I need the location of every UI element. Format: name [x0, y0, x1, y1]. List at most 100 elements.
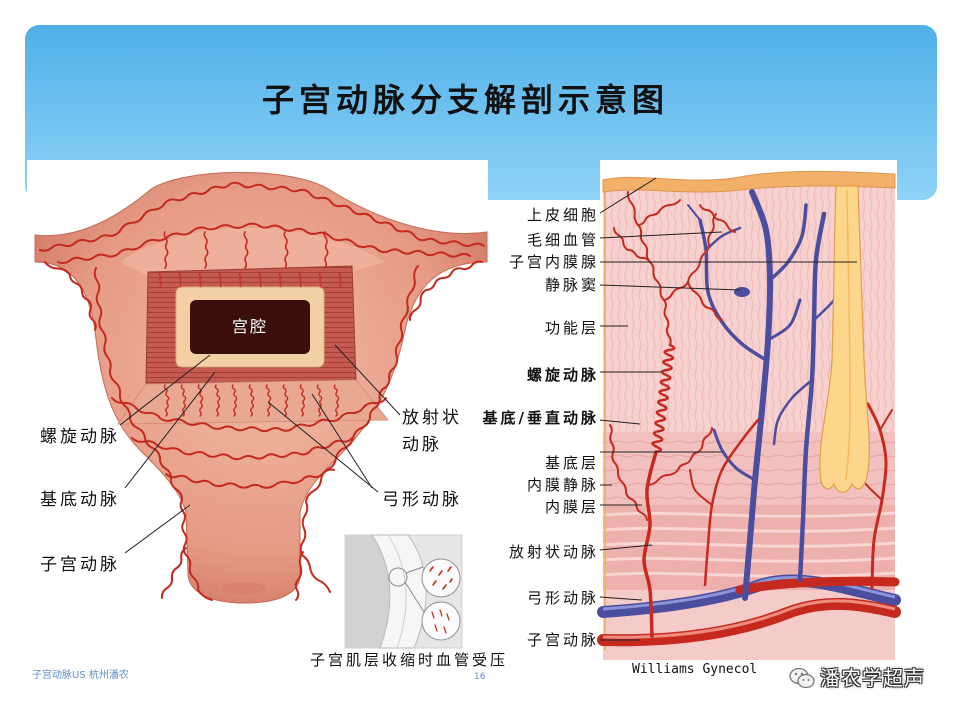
footer-text: 子宫动脉US 杭州潘农 [32, 670, 129, 681]
artery [408, 260, 483, 321]
vein [768, 203, 808, 282]
uterus-artery-network [39, 181, 485, 601]
myometrium-band [602, 556, 896, 563]
radial-artery-label-line2: 动脉 [402, 435, 442, 455]
myometrial-artery-branch [318, 272, 322, 288]
magnifier-line [404, 581, 425, 613]
myometrial-artery-branch [258, 272, 262, 288]
uterine-cavity [190, 300, 310, 354]
leader-line [119, 354, 211, 426]
compressed-vessel-marks [431, 609, 450, 634]
wechat-watermark: 潘农学超声 [788, 664, 925, 692]
myometrium-tissue-band [371, 534, 427, 649]
vein [698, 218, 768, 362]
radial-artery-branch [283, 231, 289, 269]
vein [772, 378, 814, 446]
myometrium-band [602, 511, 896, 518]
uterine-cavity-label: 宫腔 [231, 317, 268, 336]
label-venous-sinus: 静脉窦 [544, 276, 599, 294]
label-radial-artery: 放射状动脉 [508, 543, 599, 561]
relaxed-vessel-marks [429, 566, 453, 590]
label-uterine-artery: 子宫动脉 [526, 631, 599, 649]
basal-straight-artery [866, 402, 888, 590]
leader-line [599, 596, 643, 601]
uterine-artery-highlight [602, 599, 896, 639]
relaxed-vessel-circle [421, 558, 461, 598]
myometrial-artery-branch [278, 272, 282, 288]
vein [742, 189, 774, 601]
fundus-cut-face [120, 228, 385, 276]
leader-line [124, 504, 191, 554]
artery-branch [699, 204, 736, 233]
radial-artery-branch [203, 231, 209, 269]
artery [93, 267, 213, 601]
artery-branch [613, 227, 651, 263]
artery [44, 261, 97, 331]
myometrial-artery-branch [218, 272, 222, 288]
radial-artery-branch [243, 231, 249, 269]
artery [160, 547, 187, 599]
leader-line [599, 419, 641, 425]
artery-branch [637, 199, 681, 226]
basal-straight-artery [703, 418, 760, 587]
artery [57, 222, 471, 265]
artery [294, 551, 304, 601]
arcuate-artery-vessel [735, 576, 900, 595]
leader-line [311, 393, 373, 489]
page-number: 16 [474, 672, 486, 682]
spiral-artery [231, 384, 238, 417]
inset-outer-tissue [345, 535, 390, 648]
artery-branch [879, 409, 893, 431]
myometrial-artery-branch [198, 272, 202, 288]
spiral-artery [333, 384, 340, 417]
compressed-vessel-circle [421, 601, 461, 641]
artery-branch [609, 424, 648, 521]
uterus-illustration [34, 171, 488, 604]
leader-line [334, 344, 401, 416]
radial-artery-branch [163, 231, 169, 269]
radial-artery-label-line1: 放射状 [402, 408, 462, 428]
vessel-compression-inset [344, 534, 463, 649]
spiral-artery [265, 384, 272, 417]
spiral-artery [316, 384, 323, 417]
inset-caption: 子宫肌层收缩时血管受压 [310, 651, 509, 669]
label-basal-layer: 基底层 [544, 454, 599, 472]
myometrium-band [602, 526, 896, 533]
watermark-text: 潘农学超声 [820, 666, 925, 690]
spiral-artery [163, 384, 170, 417]
spiral-artery [248, 384, 255, 417]
endometrial-gland [819, 185, 870, 493]
surface-epithelium [602, 170, 896, 193]
myometrial-artery-branch [178, 272, 182, 288]
leader-line [599, 284, 741, 291]
spiral-artery [214, 384, 221, 417]
spiral-artery [299, 384, 306, 417]
tissue-fiber-line [387, 534, 407, 649]
myometrium-band [602, 571, 896, 578]
artery-branch [687, 281, 723, 321]
label-arcuate-artery: 弓形动脉 [526, 589, 599, 607]
spiral-artery [282, 384, 289, 417]
venous-sinus [734, 287, 750, 297]
source-citation: Williams Gynecol [632, 662, 758, 677]
leader-line [124, 371, 216, 489]
radial-artery-branch [323, 231, 329, 269]
myometrium-band [602, 541, 896, 548]
spiral-artery-coil [651, 343, 676, 454]
artery [299, 265, 419, 593]
label-epithelial-cells: 上皮细胞 [526, 206, 599, 224]
artery-branch [626, 191, 672, 346]
slide-title: 子宫动脉分支解剖示意图 [262, 81, 670, 119]
uterine-artery-vessel [597, 597, 901, 647]
myometrial-artery-branch [158, 272, 162, 288]
arcuate-artery-label: 弓形动脉 [382, 490, 462, 510]
artery [165, 468, 335, 489]
endometrium-illustration [597, 170, 901, 660]
magnifier-circle [388, 567, 408, 587]
label-endometrial-vein: 内膜静脉 [526, 476, 599, 494]
uterine-vein-highlight [602, 575, 896, 611]
cervical-os [222, 582, 266, 594]
label-capillaries: 毛细血管 [526, 231, 599, 249]
magnifier-line [405, 566, 424, 574]
spiral-artery-label: 螺旋动脉 [40, 427, 120, 447]
